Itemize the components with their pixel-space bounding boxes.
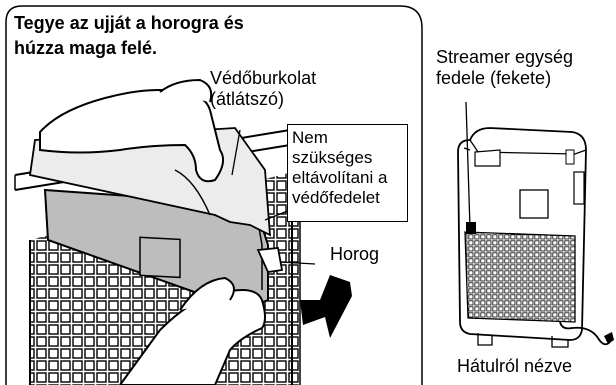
hook (256, 247, 284, 273)
hook-label: Horog (330, 244, 380, 264)
streamer-label: Streamer egység fedele (fekete) (436, 47, 573, 89)
instruction-line-1: Tegye az ujját a horogra és (14, 13, 244, 33)
detail-view (14, 78, 352, 385)
direction-arrow (300, 275, 352, 338)
instruction-line-2: húzza maga felé. (14, 38, 158, 58)
purifier-back-view (457, 101, 614, 348)
streamer-label-line-2: fedele (fekete) (436, 68, 552, 88)
instruction-text: Tegye az ujját a horogra és húzza maga f… (14, 11, 244, 61)
cover-label: Védőburkolat (átlátszó) (210, 68, 316, 110)
upper-hand (39, 89, 225, 183)
filter-window (139, 236, 181, 279)
cover-label-line-1: Védőburkolat (210, 68, 317, 88)
power-cord (559, 321, 611, 346)
note-box: Nem szükséges eltávolítani a védőfedelet (287, 124, 408, 222)
note-line-4: védőfedelet (292, 188, 380, 207)
note-line-1: Nem (292, 128, 328, 147)
note-line-2: szükséges (292, 148, 373, 167)
cover-label-line-2: (átlátszó) (210, 89, 285, 109)
detail-frame (5, 5, 423, 385)
view-caption: Hátulról nézve (457, 356, 573, 376)
note-line-3: eltávolítani a (292, 168, 388, 187)
streamer-label-line-1: Streamer egység (436, 47, 574, 67)
